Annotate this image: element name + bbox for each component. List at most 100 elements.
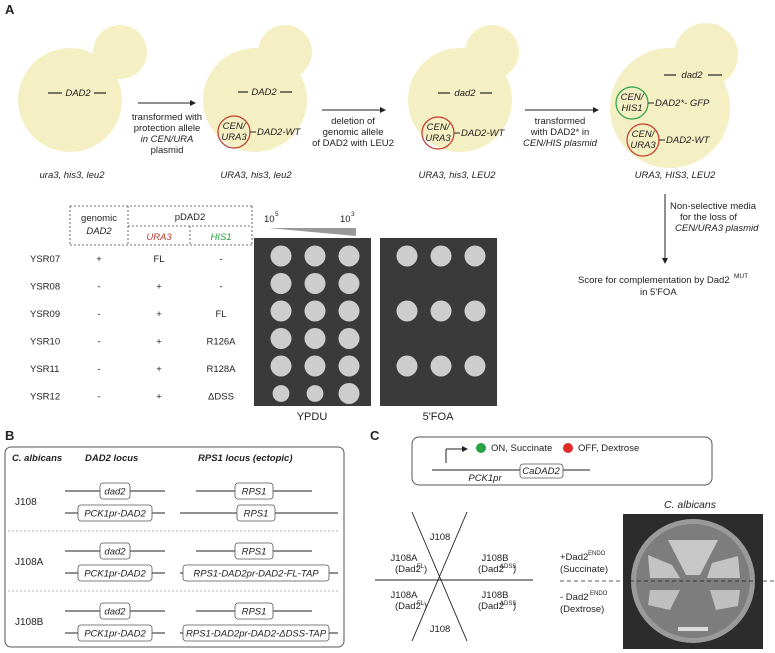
arrow-2-line-2: genomic allele xyxy=(323,127,384,138)
promoter-construct: ON, Succinate OFF, Dextrose PCK1pr CaDAD… xyxy=(411,436,713,486)
genomic-YSR10: - xyxy=(97,337,100,348)
minus-label-2: (Dextrose) xyxy=(560,604,604,615)
dad2-bot-box xyxy=(77,504,153,522)
colony xyxy=(272,385,290,402)
sector-lr-1: J108B xyxy=(482,590,509,601)
panel-b-strain-J108A: J108A xyxy=(15,557,44,568)
arrow-3-line-2: with DAD2* in xyxy=(530,127,590,138)
cell-4: dad2 CEN/ HIS1 DAD2*- GFP CEN/ URA3 DAD2… xyxy=(610,23,738,181)
panel-b-letter: B xyxy=(5,428,14,443)
sector-ur-3: ΔDSS xyxy=(500,564,516,570)
colony xyxy=(338,328,360,349)
dad2-top-box xyxy=(99,542,131,560)
cell-2-plasmid-l1: CEN/ xyxy=(223,121,247,132)
panel-b-col-rps1: RPS1 locus (ectopic) xyxy=(198,453,293,464)
rps1-top-label: RPS1 xyxy=(242,487,267,498)
dad2-bot-label: PCK1pr-DAD2 xyxy=(84,629,146,640)
colony xyxy=(270,245,292,267)
minus-label-sup: ENDO xyxy=(590,591,608,597)
colony xyxy=(270,328,292,349)
panel-b-strain-J108: J108 xyxy=(15,497,37,508)
colony xyxy=(270,273,292,294)
on-dot-icon xyxy=(476,443,486,453)
rps1-bot-box xyxy=(182,624,330,642)
dad2-top-label: dad2 xyxy=(104,607,126,618)
dad2-bot-box xyxy=(77,564,153,582)
colony xyxy=(396,355,418,377)
rps1-top-box xyxy=(234,542,274,560)
his1-YSR09: FL xyxy=(215,309,226,320)
foa-label: 5'FOA xyxy=(423,411,454,423)
cell-4-plasmid2-l2: URA3 xyxy=(630,140,656,151)
down-arrow-line-2: for the loss of xyxy=(680,212,737,223)
dilution-right-exp: 3 xyxy=(351,211,355,218)
score-superscript: MUT xyxy=(734,273,748,280)
down-arrow: Non-selective media for the loss of CEN/… xyxy=(662,194,759,264)
plus-label-2: (Succinate) xyxy=(560,564,608,575)
petri-plate xyxy=(560,514,775,649)
colony xyxy=(396,300,418,322)
arrow-2-line-1: deletion of xyxy=(331,116,375,127)
cell-3-gene: dad2 xyxy=(454,88,476,99)
his1-YSR08: - xyxy=(219,282,222,293)
colony xyxy=(306,385,324,402)
sector-ul-2: (Dad2 xyxy=(395,564,421,575)
arrow-1-line-4: plasmid xyxy=(151,145,184,156)
sector-bottom: J108 xyxy=(430,624,451,635)
cell-2: DAD2 CEN/ URA3 DAD2-WT URA3, his3, leu2 xyxy=(203,25,312,181)
gene-label: CaDAD2 xyxy=(522,466,560,477)
rps1-bot-label: RPS1-DAD2pr-DAD2-ΔDSS-TAP xyxy=(186,629,327,640)
cell-2-genotype: URA3, his3, leu2 xyxy=(220,170,292,181)
promoter-label: PCK1pr xyxy=(468,473,502,484)
foa-colonies xyxy=(396,245,486,377)
arrow-1-line-2: protection allele xyxy=(134,123,201,134)
cell-3-allele: DAD2-WT xyxy=(461,128,505,139)
arrow-3-line-3: CEN/HIS plasmid xyxy=(523,138,598,149)
strain-YSR07: YSR07 xyxy=(30,254,60,265)
arrow-1-line-1: transformed with xyxy=(132,112,202,123)
table-header-plasmid: pDAD2 xyxy=(175,212,206,223)
colony xyxy=(338,383,360,404)
ura3-YSR11: + xyxy=(156,364,162,375)
ura3-YSR10: + xyxy=(156,337,162,348)
colony xyxy=(338,245,360,267)
colony xyxy=(304,300,326,322)
dad2-top-box xyxy=(99,602,131,620)
strain-YSR12: YSR12 xyxy=(30,392,60,403)
colony xyxy=(464,300,486,322)
table-header-genomic-1: genomic xyxy=(81,213,117,224)
dilution-left-exp: 5 xyxy=(275,211,279,218)
minus-label-1: - Dad2 xyxy=(560,592,589,603)
dilution-right: 10 xyxy=(340,214,351,225)
down-arrow-line-3: CEN/URA3 plasmid xyxy=(675,223,759,234)
dilution-left: 10 xyxy=(264,214,275,225)
rps1-bot-box xyxy=(182,564,330,582)
genomic-YSR08: - xyxy=(97,282,100,293)
down-arrow-line-1: Non-selective media xyxy=(670,201,757,212)
rps1-bot-box xyxy=(236,504,276,522)
cell-4-genotype: URA3, HIS3, LEU2 xyxy=(635,170,716,181)
colony xyxy=(304,273,326,294)
sector-top: J108 xyxy=(430,532,451,543)
cell-1-gene: DAD2 xyxy=(65,88,91,99)
table-header-ura3: URA3 xyxy=(146,232,172,243)
sector-ul-3: FL xyxy=(417,564,425,570)
sector-ll-1: J108A xyxy=(391,590,419,601)
plus-label-1: +Dad2 xyxy=(560,552,588,563)
genomic-YSR12: - xyxy=(97,392,100,403)
arrow-3-line-1: transformed xyxy=(535,116,586,127)
cell-1-genotype: ura3, his3, leu2 xyxy=(40,170,106,181)
ura3-YSR07: FL xyxy=(153,254,164,265)
panel-b-box xyxy=(4,446,345,648)
rps1-top-label: RPS1 xyxy=(242,607,267,618)
his1-YSR10: R126A xyxy=(206,337,236,348)
rps1-bot-label: RPS1-DAD2pr-DAD2-FL-TAP xyxy=(193,569,319,580)
sector-ul-4: ) xyxy=(424,564,427,575)
sector-lr-2: (Dad2 xyxy=(478,601,504,612)
table-header-his1: HIS1 xyxy=(210,232,231,243)
genomic-YSR07: + xyxy=(96,254,102,265)
plus-label-sup: ENDO xyxy=(588,551,606,557)
sector-ur-4: ) xyxy=(513,564,516,575)
cell-1: DAD2 ura3, his3, leu2 xyxy=(18,25,147,181)
colony xyxy=(430,300,452,322)
